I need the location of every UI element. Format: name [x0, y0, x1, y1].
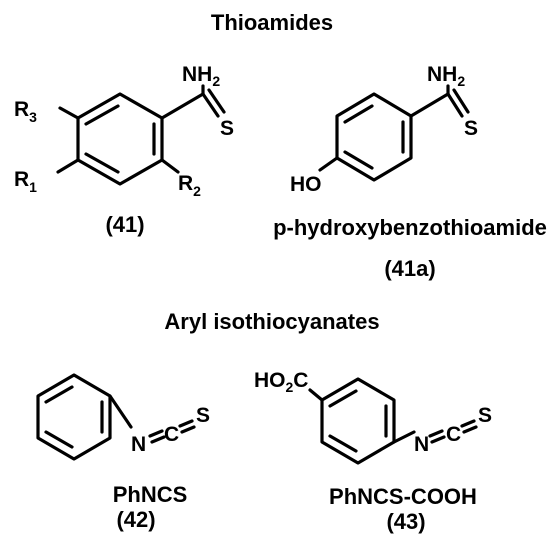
benzene-ring-41 [76, 92, 164, 186]
atom-r1: R1 [14, 168, 37, 195]
benzene-ring-43 [320, 377, 396, 465]
atom-nh2-41a: NH2 [427, 63, 465, 89]
r2-bond [160, 158, 180, 174]
isothiocyanate-group-43 [392, 419, 478, 444]
thioamide-group-41 [160, 84, 226, 120]
structure-41: NH2 S R3 R1 R2 [14, 63, 234, 199]
atom-n-42: N [131, 433, 146, 456]
structure-42: N C S [36, 373, 210, 461]
section-title-thioamides: Thioamides [211, 10, 333, 35]
structure-41a: NH2 S HO [290, 63, 478, 196]
section-title-aryl-isothiocyanates: Aryl isothiocyanates [164, 309, 379, 334]
atom-nh2-41: NH2 [182, 63, 220, 89]
r3-bond [58, 106, 80, 120]
r1-bond [56, 158, 80, 174]
carboxyl-bond [308, 388, 324, 402]
benzene-ring-41a [335, 92, 413, 182]
atom-r3: R3 [14, 98, 37, 125]
atom-s-43: S [478, 404, 492, 427]
benzene-ring-42 [36, 373, 112, 461]
atom-s-41: S [220, 117, 234, 140]
name-42: PhNCS [113, 482, 188, 507]
thioamide-group-41a [409, 84, 470, 118]
atom-ho2c-43: HO2C [254, 369, 308, 395]
structure-43: HO2C N C S [254, 369, 492, 465]
atom-c-42: C [164, 423, 179, 446]
atom-s-42: S [196, 404, 210, 427]
hydroxyl-bond [318, 156, 339, 172]
atom-ho-41a: HO [290, 173, 322, 196]
atom-c-43: C [446, 423, 461, 446]
name-41a: p-hydroxybenzothioamide [273, 215, 547, 240]
label-42: (42) [116, 507, 155, 532]
name-43: PhNCS-COOH [329, 484, 477, 509]
atom-r2: R2 [178, 172, 201, 199]
atom-n-43: N [414, 433, 429, 456]
label-41a: (41a) [384, 256, 435, 281]
atom-s-41a: S [464, 117, 478, 140]
label-43: (43) [386, 509, 425, 534]
isothiocyanate-group-42 [108, 394, 196, 444]
label-41: (41) [105, 212, 144, 237]
